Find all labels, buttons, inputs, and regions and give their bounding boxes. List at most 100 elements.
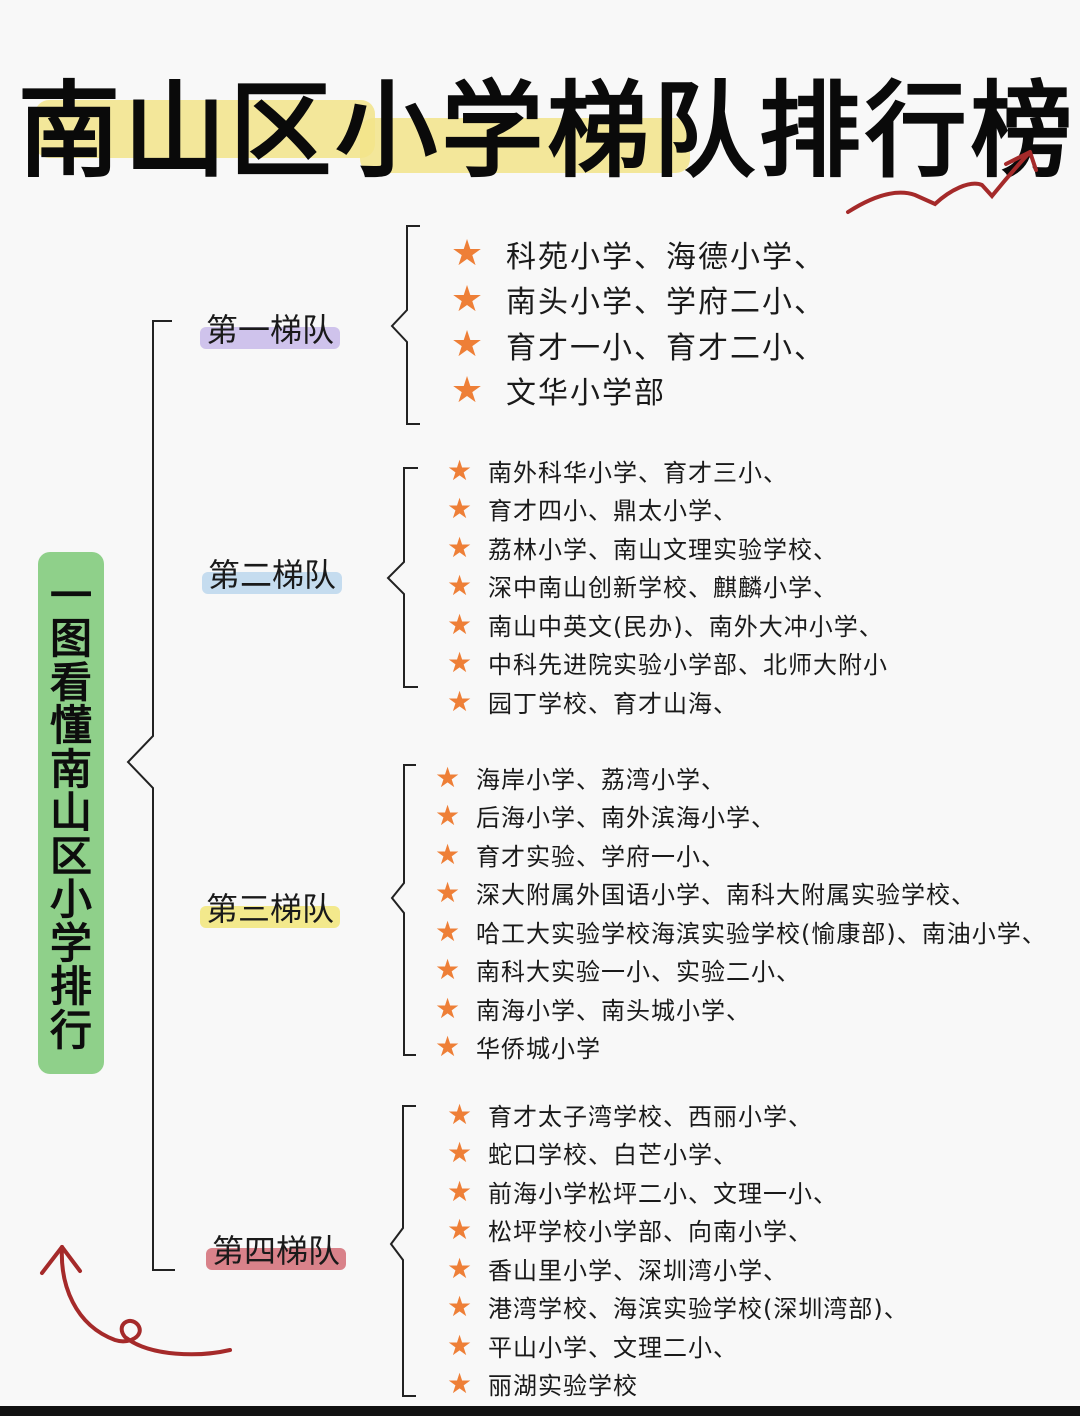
- list-item: ★ 平山小学、文理二小、: [444, 1326, 909, 1365]
- title-highlight: [35, 100, 375, 158]
- tier-1-school-list: ★科苑小学、海德小学、 ★南头小学、学府二小、 ★育才一小、育才二小、 ★文华小…: [446, 231, 826, 413]
- star-icon: ★: [450, 278, 486, 320]
- star-icon: ★: [446, 646, 474, 680]
- school-names: 深中南山创新学校、麒麟小学、: [488, 574, 838, 603]
- sidebar-char: 排: [49, 962, 92, 1012]
- school-names: 海岸小学、荔湾小学、: [476, 765, 726, 794]
- label-highlight: [206, 1248, 347, 1270]
- list-item: ★ 香山里小学、深圳湾小学、: [444, 1249, 909, 1288]
- school-names: 华侨城小学: [476, 1035, 601, 1064]
- tier-2-label: 第二梯队: [202, 550, 343, 596]
- star-icon: ★: [446, 492, 474, 526]
- tier-3-label: 第三梯队: [200, 884, 341, 930]
- school-names: 育才一小、育才二小、: [506, 330, 826, 366]
- star-icon: ★: [446, 1328, 474, 1362]
- school-names: 园丁学校、育才山海、: [488, 689, 738, 718]
- school-names: 蛇口学校、白芒小学、: [488, 1141, 738, 1170]
- list-item: ★ 松坪学校小学部、向南小学、: [444, 1211, 909, 1250]
- sidebar-char: 懂: [49, 701, 92, 751]
- list-item: ★后海小学、南外滨海小学、: [432, 797, 1047, 836]
- list-item: ★ 南外科华小学、育才三小、: [444, 451, 888, 490]
- title-highlight: [360, 118, 690, 173]
- tier-3-label-text: 第三梯队: [206, 890, 335, 928]
- star-icon: ★: [446, 1290, 474, 1324]
- tier-3-school-list: ★ 海岸小学、荔湾小学、 ★后海小学、南外滨海小学、 ★ 育才实验、学府一小、 ★ 深…: [432, 758, 1047, 1066]
- list-item: ★南海小学、南头城小学、: [432, 989, 1047, 1028]
- school-names: 港湾学校、海滨实验学校(深圳湾部)、: [488, 1295, 909, 1324]
- star-icon: ★: [434, 837, 462, 871]
- sidebar-char: 山: [49, 788, 92, 838]
- list-item: ★ 育才实验、学府一小、: [432, 835, 1047, 874]
- list-item: ★ 南头小学、学府二小、: [446, 277, 826, 323]
- school-names: 南科大实验一小、实验二小、: [476, 958, 801, 987]
- list-item: ★ 海岸小学、荔湾小学、: [432, 758, 1047, 797]
- star-icon: ★: [434, 1030, 462, 1064]
- star-icon: ★: [446, 684, 474, 718]
- sidebar-char: 学: [49, 918, 92, 968]
- list-item: ★荔林小学、南山文理实验学校、: [444, 528, 888, 567]
- page-title: 南山区小学梯队排行榜: [18, 70, 1077, 192]
- tier-2-school-list: ★ 南外科华小学、育才三小、 ★育才四小、鼎太小学、 ★荔林小学、南山文理实验学校…: [444, 451, 888, 721]
- school-names: 哈工大实验学校海滨实验学校(愉康部)、南油小学、: [476, 919, 1047, 948]
- school-names: 中科先进院实验小学部、北师大附小: [488, 651, 888, 680]
- list-item: ★育才四小、鼎太小学、: [444, 490, 888, 529]
- school-names: 松坪学校小学部、向南小学、: [488, 1218, 813, 1247]
- trend-arrow-icon: [846, 150, 1038, 214]
- school-names: 育才太子湾学校、西丽小学、: [488, 1102, 813, 1131]
- star-icon: ★: [446, 1136, 474, 1170]
- sidebar-char: 一: [49, 570, 92, 620]
- school-names: 南头小学、学府二小、: [506, 285, 826, 321]
- school-names: 深大附属外国语小学、南科大附属实验学校、: [476, 881, 976, 910]
- star-icon: ★: [450, 369, 486, 411]
- list-item: ★ 丽湖实验学校: [444, 1365, 909, 1404]
- star-icon: ★: [446, 607, 474, 641]
- list-item: ★ 深中南山创新学校、麒麟小学、: [444, 567, 888, 606]
- school-names: 丽湖实验学校: [488, 1372, 638, 1401]
- school-names: 南外科华小学、育才三小、: [488, 458, 788, 487]
- list-item: ★科苑小学、海德小学、: [446, 231, 826, 277]
- star-icon: ★: [446, 569, 474, 603]
- sidebar-char: 小: [49, 875, 92, 925]
- tier-1-label-text: 第一梯队: [206, 311, 335, 349]
- sidebar-char: 南: [49, 744, 92, 794]
- list-item: ★ 南科大实验一小、实验二小、: [432, 951, 1047, 990]
- star-icon: ★: [446, 1174, 474, 1208]
- sidebar-char: 图: [49, 614, 92, 664]
- school-names: 南山中英文(民办)、南外大冲小学、: [488, 612, 884, 641]
- star-icon: ★: [434, 876, 462, 910]
- star-icon: ★: [434, 760, 462, 794]
- bottom-bar: [0, 1406, 1080, 1416]
- sidebar-vertical-label: 一 图 看 懂 南 山 区 小 学 排 行: [38, 552, 104, 1074]
- star-icon: ★: [446, 1251, 474, 1285]
- list-item: ★育才一小、育才二小、: [446, 322, 826, 368]
- star-icon: ★: [446, 453, 474, 487]
- star-icon: ★: [434, 953, 462, 987]
- tier-1-label: 第一梯队: [200, 305, 341, 351]
- list-item: ★ 南山中英文(民办)、南外大冲小学、: [444, 605, 888, 644]
- star-icon: ★: [446, 1097, 474, 1131]
- label-highlight: [202, 572, 343, 594]
- star-icon: ★: [446, 1213, 474, 1247]
- tier-4-label: 第四梯队: [206, 1226, 347, 1272]
- star-icon: ★: [446, 1367, 474, 1401]
- list-item: ★文华小学部: [446, 368, 826, 414]
- tier-2-label-text: 第二梯队: [208, 556, 337, 594]
- label-highlight: [200, 327, 341, 349]
- list-item: ★ 育才太子湾学校、西丽小学、: [444, 1095, 909, 1134]
- list-item: ★ 华侨城小学: [432, 1028, 1047, 1067]
- list-item: ★哈工大实验学校海滨实验学校(愉康部)、南油小学、: [432, 912, 1047, 951]
- school-names: 平山小学、文理二小、: [488, 1333, 738, 1362]
- sidebar-char: 看: [49, 657, 92, 707]
- title-area: 南山区小学梯队排行榜: [0, 30, 1080, 192]
- label-highlight: [200, 906, 341, 928]
- school-names: 育才实验、学府一小、: [476, 842, 726, 871]
- list-item: ★ 蛇口学校、白芒小学、: [444, 1134, 909, 1173]
- list-item: ★前海小学松坪二小、文理一小、: [444, 1172, 909, 1211]
- star-icon: ★: [446, 530, 474, 564]
- star-icon: ★: [434, 799, 462, 833]
- school-names: 香山里小学、深圳湾小学、: [488, 1256, 788, 1285]
- loop-arrow-icon: [40, 1245, 232, 1357]
- list-item: ★ 港湾学校、海滨实验学校(深圳湾部)、: [444, 1288, 909, 1327]
- tier-4-label-text: 第四梯队: [212, 1232, 341, 1270]
